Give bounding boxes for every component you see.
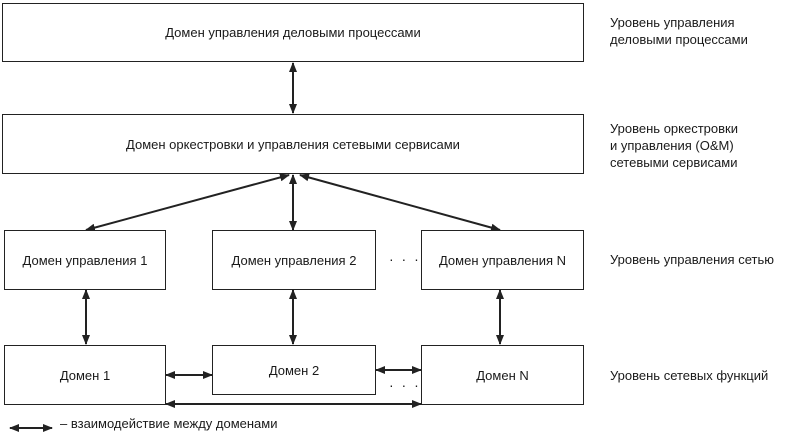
business-process-domain-box: Домен управления деловыми процессами [2,3,584,62]
arrow-orch-mgmtN [299,173,501,232]
domain-1-box: Домен 1 [4,345,166,405]
domain-2-box: Домен 2 [212,345,376,395]
orchestration-domain-box: Домен оркестровки и управления сетевыми … [2,114,584,174]
level-label-network-functions: Уровень сетевых функций [610,368,769,383]
domain-n-box: Домен N [421,345,584,405]
domains-ellipsis: · · · [389,377,421,393]
management-domain-n-box: Домен управления N [421,230,584,290]
management-domain-1-box: Домен управления 1 [4,230,166,290]
level-label-business: Уровень управления деловыми процессами [610,15,748,47]
legend-text: – взаимодействие между доменами [60,416,278,431]
management-ellipsis: · · · [389,251,421,267]
management-domain-2-box: Домен управления 2 [212,230,376,290]
level-label-network-management: Уровень управления сетью [610,252,774,267]
level-label-orchestration: Уровень оркестровки и управления (O&M) с… [610,121,738,170]
arrow-orch-mgmt1 [85,173,290,232]
legend: – взаимодействие между доменами [8,416,277,431]
